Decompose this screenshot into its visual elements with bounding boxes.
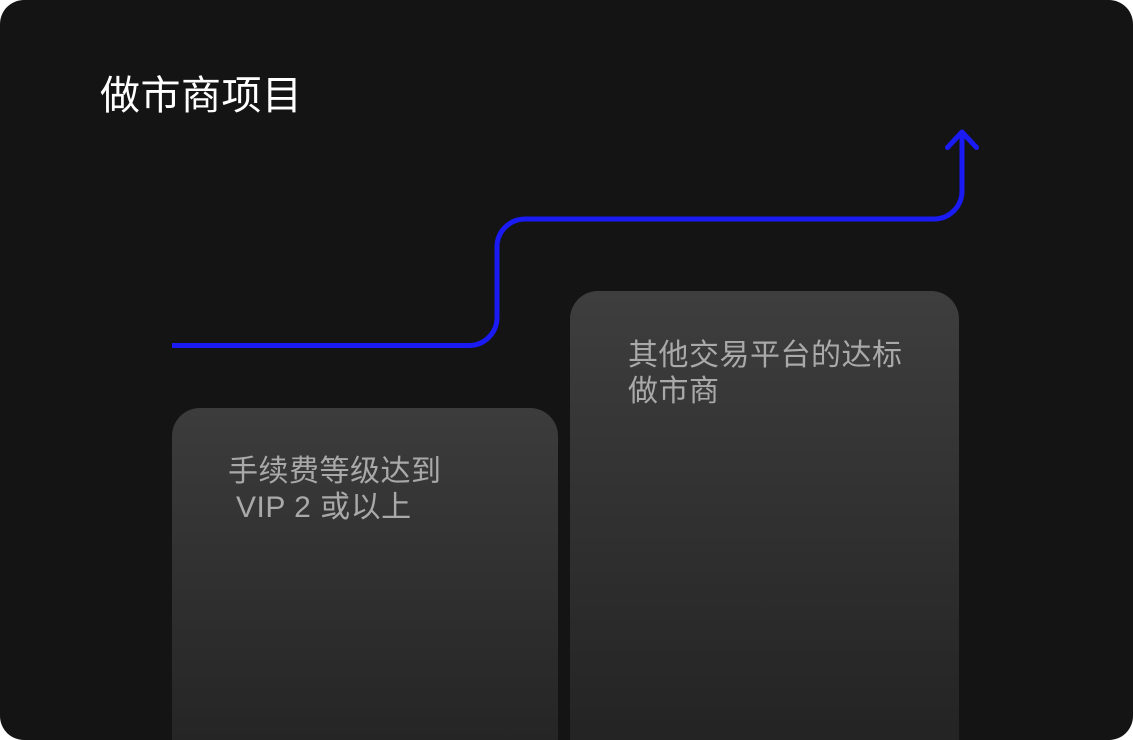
card-other-platform: 其他交易平台的达标 做市商: [570, 291, 959, 740]
arrow-head-icon: [945, 129, 979, 150]
card-fee-level-text: 手续费等级达到 VIP 2 或以上: [228, 454, 524, 526]
card-other-platform-text: 其他交易平台的达标 做市商: [628, 338, 925, 410]
card-fee-level-line-2: VIP 2 或以上: [236, 491, 412, 524]
card-other-platform-line-1: 其他交易平台的达标: [628, 339, 903, 372]
card-fee-level-line-1: 手续费等级达到: [228, 455, 442, 488]
page-title: 做市商项目: [100, 74, 303, 118]
card-other-platform-line-2: 做市商: [628, 375, 720, 408]
card-fee-level: 手续费等级达到 VIP 2 或以上: [172, 408, 558, 740]
